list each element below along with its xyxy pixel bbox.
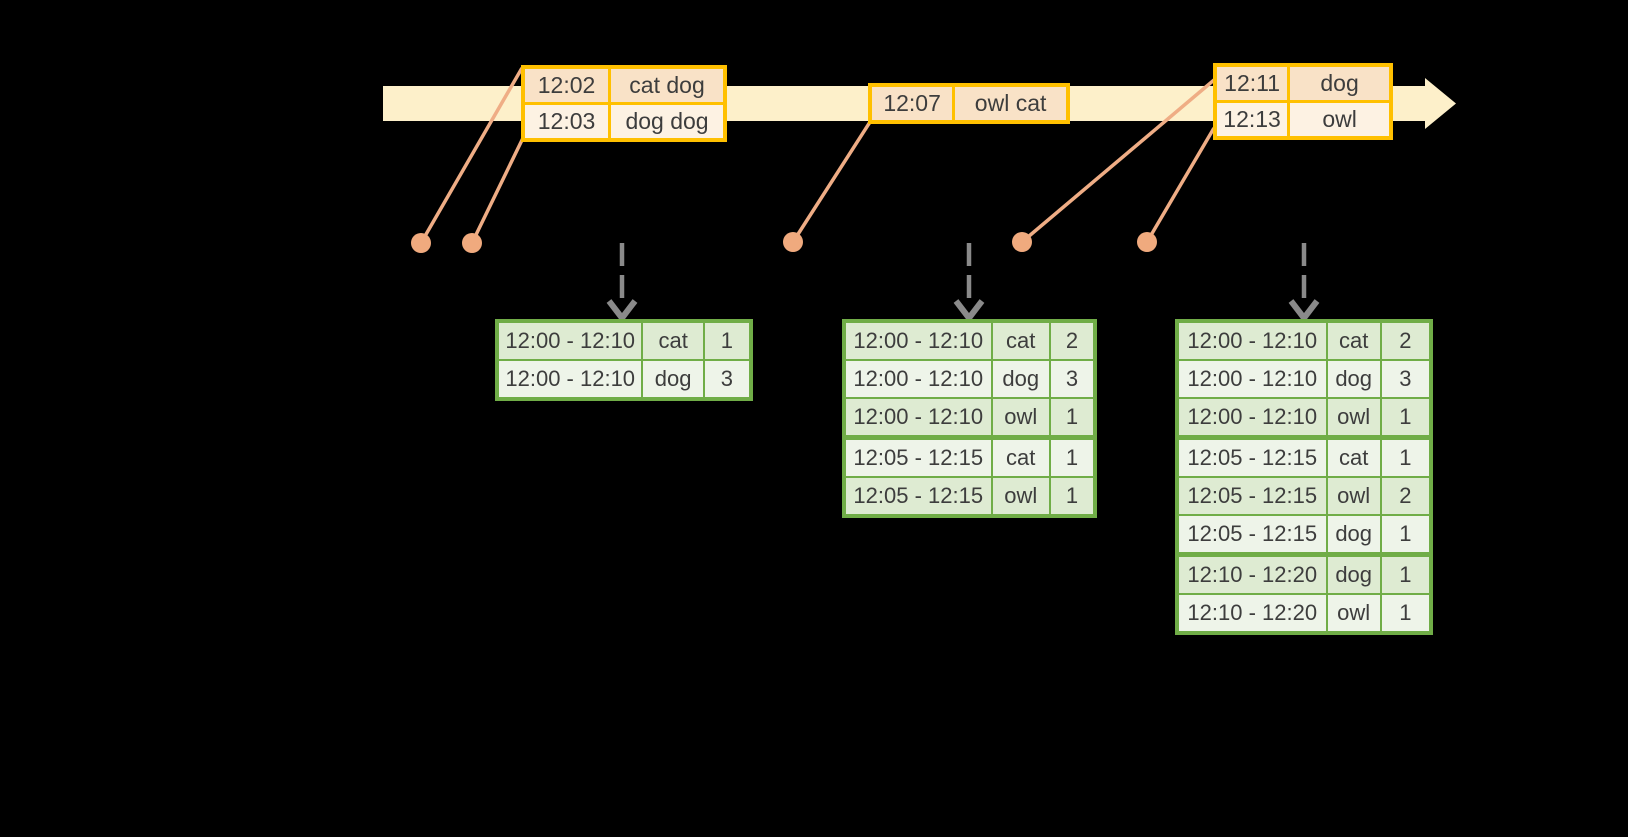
result-count-cell: 2 bbox=[1048, 320, 1097, 361]
result-count-cell: 2 bbox=[1379, 476, 1433, 516]
result-window-cell: 12:10 - 12:20 bbox=[1176, 552, 1328, 595]
result-count-cell: 1 bbox=[1048, 397, 1097, 439]
event-connector-line bbox=[1020, 78, 1216, 244]
trigger-arrowhead-icon bbox=[953, 299, 985, 323]
event-time-dot bbox=[783, 232, 803, 252]
result-word-cell: dog bbox=[1325, 552, 1382, 595]
result-window-cell: 12:00 - 12:10 bbox=[843, 320, 993, 361]
result-count-cell: 2 bbox=[1379, 320, 1433, 361]
event-words-cell: owl cat bbox=[952, 83, 1070, 124]
result-count-cell: 3 bbox=[702, 359, 753, 400]
result-window-cell: 12:00 - 12:10 bbox=[495, 320, 644, 361]
result-count-cell: 1 bbox=[1379, 514, 1433, 556]
event-time-dot bbox=[411, 233, 431, 253]
result-word-cell: cat bbox=[641, 320, 705, 361]
result-word-cell: dog bbox=[1325, 359, 1382, 399]
result-window-cell: 12:00 - 12:10 bbox=[1176, 397, 1328, 439]
event-connector-line bbox=[419, 67, 524, 244]
result-window-cell: 12:05 - 12:15 bbox=[1176, 435, 1328, 478]
event-time-cell: 12:07 bbox=[868, 83, 956, 124]
event-connector-line bbox=[791, 121, 872, 243]
result-count-cell: 3 bbox=[1048, 359, 1097, 399]
event-time-cell: 12:02 bbox=[521, 65, 612, 105]
result-window-cell: 12:00 - 12:10 bbox=[1176, 320, 1328, 361]
result-window-cell: 12:00 - 12:10 bbox=[495, 359, 644, 400]
result-count-cell: 1 bbox=[1379, 593, 1433, 634]
result-word-cell: cat bbox=[1325, 435, 1382, 478]
result-window-cell: 12:05 - 12:15 bbox=[1176, 514, 1328, 556]
result-word-cell: owl bbox=[990, 476, 1051, 517]
result-word-cell: cat bbox=[1325, 320, 1382, 361]
result-word-cell: dog bbox=[1325, 514, 1382, 556]
event-connector-line bbox=[470, 137, 525, 244]
event-time-dot bbox=[1012, 232, 1032, 252]
event-time-cell: 12:03 bbox=[521, 102, 612, 142]
event-words-cell: owl bbox=[1287, 100, 1393, 140]
result-word-cell: owl bbox=[990, 397, 1051, 439]
event-time-cell: 12:13 bbox=[1213, 100, 1291, 140]
result-word-cell: dog bbox=[641, 359, 705, 400]
result-count-cell: 1 bbox=[1379, 397, 1433, 439]
result-window-cell: 12:00 - 12:10 bbox=[1176, 359, 1328, 399]
event-words-cell: cat dog bbox=[608, 65, 727, 105]
event-time-dot bbox=[1137, 232, 1157, 252]
result-word-cell: owl bbox=[1325, 476, 1382, 516]
result-window-cell: 12:05 - 12:15 bbox=[1176, 476, 1328, 516]
result-window-cell: 12:05 - 12:15 bbox=[843, 476, 993, 517]
result-window-cell: 12:00 - 12:10 bbox=[843, 397, 993, 439]
event-time-dot bbox=[462, 233, 482, 253]
trigger-arrowhead-icon bbox=[606, 299, 638, 323]
result-window-cell: 12:05 - 12:15 bbox=[843, 435, 993, 478]
result-word-cell: owl bbox=[1325, 593, 1382, 634]
trigger-arrowhead-icon bbox=[1288, 299, 1320, 323]
event-connector-line bbox=[1145, 127, 1216, 243]
result-count-cell: 1 bbox=[1048, 476, 1097, 517]
result-window-cell: 12:10 - 12:20 bbox=[1176, 593, 1328, 634]
result-count-cell: 3 bbox=[1379, 359, 1433, 399]
result-count-cell: 1 bbox=[1379, 552, 1433, 595]
event-words-cell: dog bbox=[1287, 63, 1393, 103]
result-count-cell: 1 bbox=[702, 320, 753, 361]
event-time-cell: 12:11 bbox=[1213, 63, 1291, 103]
result-window-cell: 12:00 - 12:10 bbox=[843, 359, 993, 399]
result-word-cell: dog bbox=[990, 359, 1051, 399]
result-count-cell: 1 bbox=[1048, 435, 1097, 478]
result-count-cell: 1 bbox=[1379, 435, 1433, 478]
result-word-cell: cat bbox=[990, 320, 1051, 361]
result-word-cell: owl bbox=[1325, 397, 1382, 439]
result-word-cell: cat bbox=[990, 435, 1051, 478]
event-words-cell: dog dog bbox=[608, 102, 727, 142]
